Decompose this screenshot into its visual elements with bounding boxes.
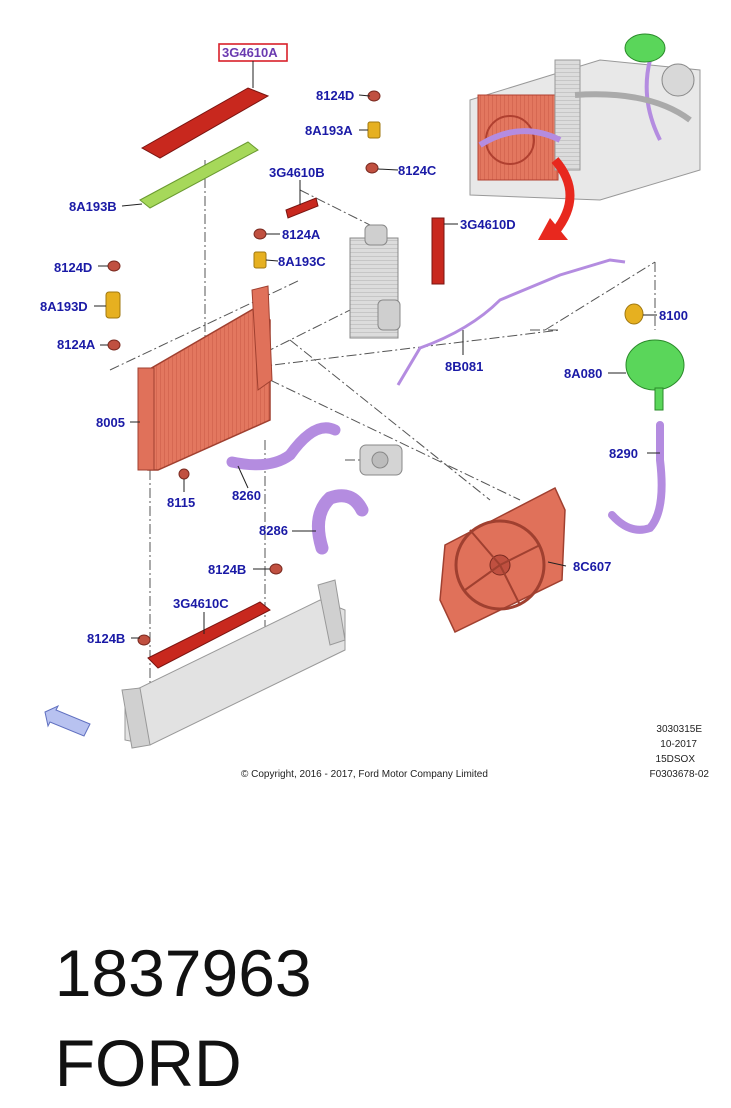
cap-8100-shape xyxy=(624,303,644,325)
leader-lines xyxy=(94,61,660,639)
bracket-8124a-mid xyxy=(253,228,267,240)
view-arrow xyxy=(44,704,91,737)
callout-8290: 8290 xyxy=(609,446,638,461)
callout-8124a-left: 8124A xyxy=(57,337,96,352)
callout-3g4610d: 3G4610D xyxy=(460,217,516,232)
callout-8286: 8286 xyxy=(259,523,288,538)
callout-8124b-right: 8124B xyxy=(208,562,246,577)
callout-8124b-left: 8124B xyxy=(87,631,125,646)
callout-8124d-top: 8124D xyxy=(316,88,354,103)
bracket-8124b-left xyxy=(137,634,151,646)
copyright-text: © Copyright, 2016 - 2017, Ford Motor Com… xyxy=(241,769,488,780)
thermostat-housing xyxy=(359,444,403,476)
bracket-8124b-right xyxy=(269,563,283,575)
seal-3g4610d xyxy=(431,217,445,285)
top-seal-red xyxy=(140,87,270,159)
callout-8124a-mid: 8124A xyxy=(282,227,321,242)
hose-8260-shape xyxy=(226,422,341,471)
callout-8a080: 8A080 xyxy=(564,366,602,381)
bracket-8124a-left xyxy=(107,339,121,351)
fan-shroud-8c607-shape xyxy=(439,486,566,634)
bracket-8124d-left xyxy=(107,260,121,272)
part-caption: 1837963 FORD xyxy=(18,838,718,1100)
callout-3g4610b: 3G4610B xyxy=(269,165,325,180)
seal-3g4610b xyxy=(285,197,319,219)
exploded-parts-diagram: 3G4610A 8A193B 8124D 8A193A 8124C 3G4610… xyxy=(40,33,710,780)
hose-8290-shape xyxy=(608,421,666,534)
callout-8115: 8115 xyxy=(167,495,195,510)
callout-8a193b: 8A193B xyxy=(69,199,117,214)
callout-3g4610a: 3G4610A xyxy=(222,45,278,60)
callout-8124c: 8124C xyxy=(398,163,437,178)
bracket-8a193c xyxy=(253,251,267,269)
lower-crossmember xyxy=(121,579,346,749)
meta-figure: F0303678-02 xyxy=(650,769,710,780)
meta-model: 15DSOX xyxy=(656,754,696,765)
bracket-8124c-top xyxy=(365,162,379,174)
bracket-8a193d xyxy=(105,291,121,319)
part-number: 1837963 xyxy=(54,936,312,1010)
bracket-8a193a xyxy=(367,121,381,139)
callout-8124d-left: 8124D xyxy=(54,260,92,275)
meta-date: 10-2017 xyxy=(660,739,697,750)
drain-plug-8115-shape xyxy=(178,468,190,480)
red-direction-arrow xyxy=(538,157,575,240)
callout-8b081: 8B081 xyxy=(445,359,483,374)
callout-8c607: 8C607 xyxy=(573,559,611,574)
meta-code: 3030315E xyxy=(656,724,702,735)
reservoir-8a080-shape xyxy=(625,339,685,411)
callout-3g4610c: 3G4610C xyxy=(173,596,229,611)
seal-3g4610c xyxy=(147,601,271,669)
hose-8286-shape xyxy=(311,489,369,555)
callout-8a193a: 8A193A xyxy=(305,123,353,138)
callout-8005: 8005 xyxy=(96,415,125,430)
brand-name: FORD xyxy=(54,1026,242,1100)
inset-overview xyxy=(469,33,701,201)
green-seal xyxy=(139,141,259,209)
callout-8260: 8260 xyxy=(232,488,261,503)
intercooler-shape xyxy=(349,224,401,339)
callout-8a193c: 8A193C xyxy=(278,254,326,269)
radiator-8005-shape xyxy=(137,285,273,471)
hose-8b081-shape xyxy=(396,258,626,386)
callout-8a193d: 8A193D xyxy=(40,299,88,314)
callout-8100: 8100 xyxy=(659,308,688,323)
